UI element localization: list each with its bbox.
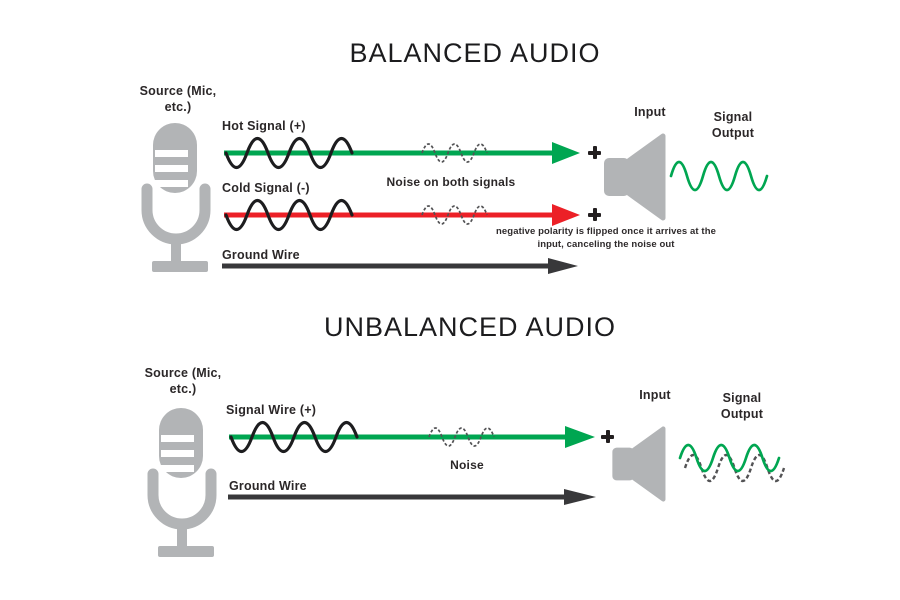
noise-squiggle — [428, 427, 495, 447]
noise-label: Noise — [450, 458, 484, 472]
input-label: Input — [634, 105, 666, 119]
plus-icon — [588, 146, 601, 159]
noise-on-both-label: Noise on both signals — [386, 175, 516, 189]
signal-output-label: Signal Output — [711, 110, 755, 141]
balanced-source-label: Source (Mic, etc.) — [139, 84, 217, 115]
plus-icon — [601, 430, 614, 443]
input-label: Input — [639, 388, 671, 402]
hot-signal-arrow — [224, 136, 580, 170]
cold-signal-label: Cold Signal (-) — [222, 181, 310, 195]
noise-squiggle — [421, 205, 488, 225]
ground-wire-label: Ground Wire — [222, 248, 300, 262]
plus-icon — [588, 208, 601, 221]
clean-output-wave — [669, 160, 769, 192]
ground-wire-arrow — [222, 258, 578, 274]
balanced-title: BALANCED AUDIO — [349, 38, 601, 68]
output-signal-wave — [678, 443, 781, 473]
microphone-icon — [140, 113, 212, 273]
speaker-icon — [612, 426, 668, 502]
unbalanced-source-label: Source (Mic, etc.) — [144, 366, 222, 397]
ground-wire-arrow — [228, 489, 596, 505]
cold-signal-arrow — [224, 198, 580, 232]
speaker-icon — [604, 133, 668, 221]
unbalanced-title: UNBALANCED AUDIO — [323, 312, 617, 342]
signal-wire-arrow — [229, 420, 595, 454]
noisy-output-waves — [678, 443, 786, 483]
signal-output-label: Signal Output — [720, 391, 764, 422]
hot-signal-label: Hot Signal (+) — [222, 119, 306, 133]
microphone-icon — [146, 398, 218, 558]
polarity-note: negative polarity is flipped once it arr… — [496, 226, 716, 250]
noise-squiggle — [421, 143, 488, 163]
ground-wire-label: Ground Wire — [229, 479, 307, 493]
signal-wire-label: Signal Wire (+) — [226, 403, 317, 417]
